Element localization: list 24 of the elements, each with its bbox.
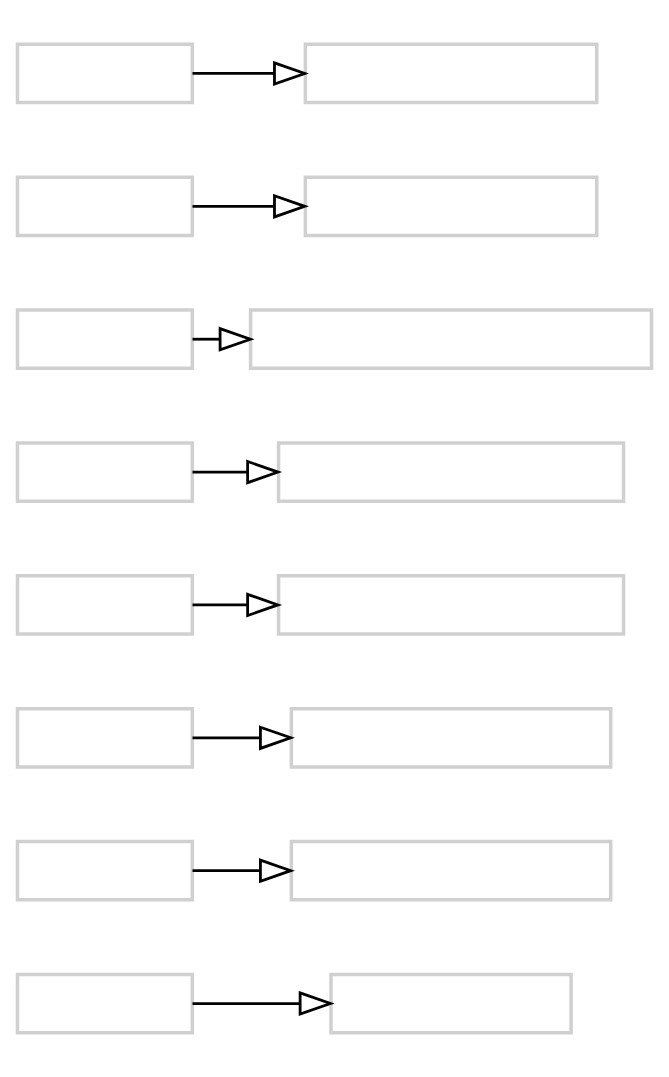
- node-box: [15, 441, 195, 503]
- arrow: [192, 990, 335, 1017]
- node-box: [15, 706, 195, 769]
- node-box: [15, 175, 195, 238]
- node-box: [303, 175, 599, 238]
- arrow: [192, 592, 283, 618]
- node-box: [248, 308, 654, 371]
- node-box: [15, 839, 195, 902]
- node-box: [15, 42, 195, 105]
- arrow: [192, 326, 255, 352]
- node-box: [15, 972, 195, 1035]
- node-box: [303, 42, 599, 105]
- node-box: [289, 706, 613, 769]
- arrow: [192, 193, 309, 219]
- arrow: [192, 459, 283, 485]
- node-box: [289, 839, 613, 902]
- node-box: [15, 574, 195, 636]
- node-box: [15, 308, 195, 371]
- node-box: [276, 441, 626, 503]
- arrow: [192, 60, 309, 87]
- arrow: [192, 858, 295, 884]
- arrow: [192, 725, 295, 751]
- node-box: [329, 972, 573, 1035]
- node-box: [276, 574, 626, 636]
